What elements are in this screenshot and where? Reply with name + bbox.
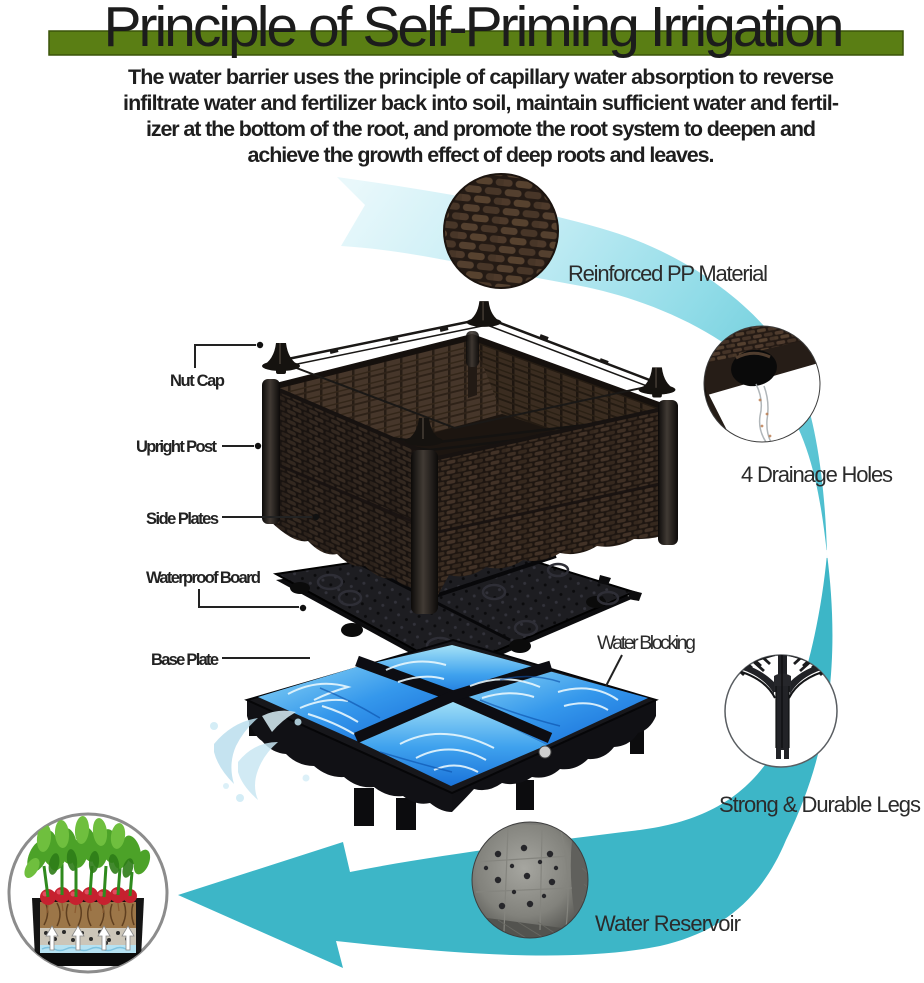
svg-text:Water Blocking: Water Blocking [597, 632, 696, 654]
svg-text:achieve the growth effect of d: achieve the growth effect of deep roots … [248, 143, 715, 167]
svg-text:Base Plate: Base Plate [151, 651, 219, 669]
svg-text:4 Drainage Holes: 4 Drainage Holes [741, 462, 893, 487]
svg-text:Principle of Self-Priming Irri: Principle of Self-Priming Irrigation [104, 0, 845, 59]
svg-text:Waterproof Board: Waterproof Board [146, 569, 261, 587]
svg-text:Reinforced PP Material: Reinforced PP Material [568, 261, 768, 286]
svg-text:izer at the bottom of the root: izer at the bottom of the root, and prom… [146, 117, 816, 141]
svg-text:Water Reservoir: Water Reservoir [595, 911, 741, 936]
svg-text:infiltrate water and fertilize: infiltrate water and fertilizer back int… [123, 91, 839, 115]
svg-text:The water barrier uses the pri: The water barrier uses the principle of … [128, 65, 834, 89]
svg-text:Upright Post: Upright Post [136, 438, 218, 456]
svg-text:Nut Cap: Nut Cap [170, 372, 225, 390]
svg-text:Strong & Durable Legs: Strong & Durable Legs [719, 792, 921, 817]
svg-text:Side Plates: Side Plates [146, 510, 219, 528]
